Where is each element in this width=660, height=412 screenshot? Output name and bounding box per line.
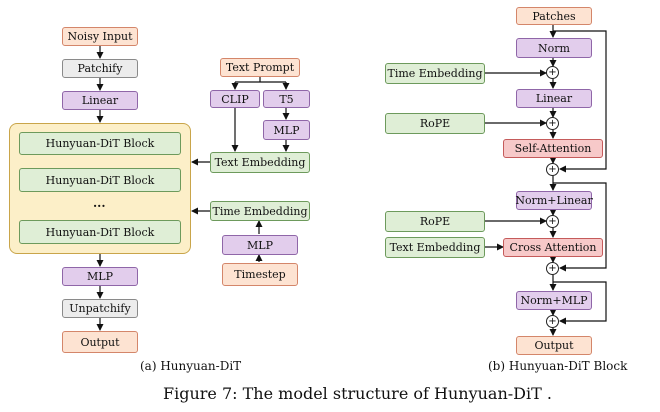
ellipsis: ... [93,196,106,210]
add-node-6: + [546,315,559,328]
clip-node: CLIP [210,90,260,108]
patchify-node: Patchify [62,59,138,78]
caption-a: (a) Hunyuan-DiT [140,359,242,373]
timestep-node: Timestep [222,263,298,286]
text-embedding-input: Text Embedding [385,237,485,258]
norm-node: Norm [516,38,592,58]
figure-caption: Figure 7: The model structure of Hunyuan… [163,384,552,403]
dit-block-1: Hunyuan-DiT Block [19,132,181,155]
mlp-time-node: MLP [222,235,298,255]
add-node-2: + [546,117,559,130]
rope-input-2: RoPE [385,211,485,232]
cross-attention-node: Cross Attention [503,238,603,257]
rope-input-1: RoPE [385,113,485,134]
output-block-node: Output [516,336,592,355]
add-node-1: + [546,66,559,79]
dit-block-3: Hunyuan-DiT Block [19,220,181,244]
linear-block-node: Linear [516,89,592,108]
text-embedding-node: Text Embedding [210,152,310,173]
output-node: Output [62,331,138,353]
t5-node: T5 [263,90,310,108]
mlp-text-node: MLP [263,120,310,140]
add-node-5: + [546,262,559,275]
norm-mlp-node: Norm+MLP [516,291,592,310]
self-attention-node: Self-Attention [503,139,603,158]
time-embedding-node: Time Embedding [210,201,310,221]
linear-node: Linear [62,91,138,110]
dit-block-2: Hunyuan-DiT Block [19,168,181,192]
norm-linear-node: Norm+Linear [515,191,593,210]
add-node-3: + [546,163,559,176]
text-prompt-node: Text Prompt [220,58,300,77]
add-node-4: + [546,215,559,228]
patches-node: Patches [516,7,592,25]
mlp-node: MLP [62,267,138,286]
time-embedding-input: Time Embedding [385,63,485,84]
caption-b: (b) Hunyuan-DiT Block [488,359,628,373]
unpatchify-node: Unpatchify [62,299,138,318]
noisy-input-node: Noisy Input [62,27,138,46]
